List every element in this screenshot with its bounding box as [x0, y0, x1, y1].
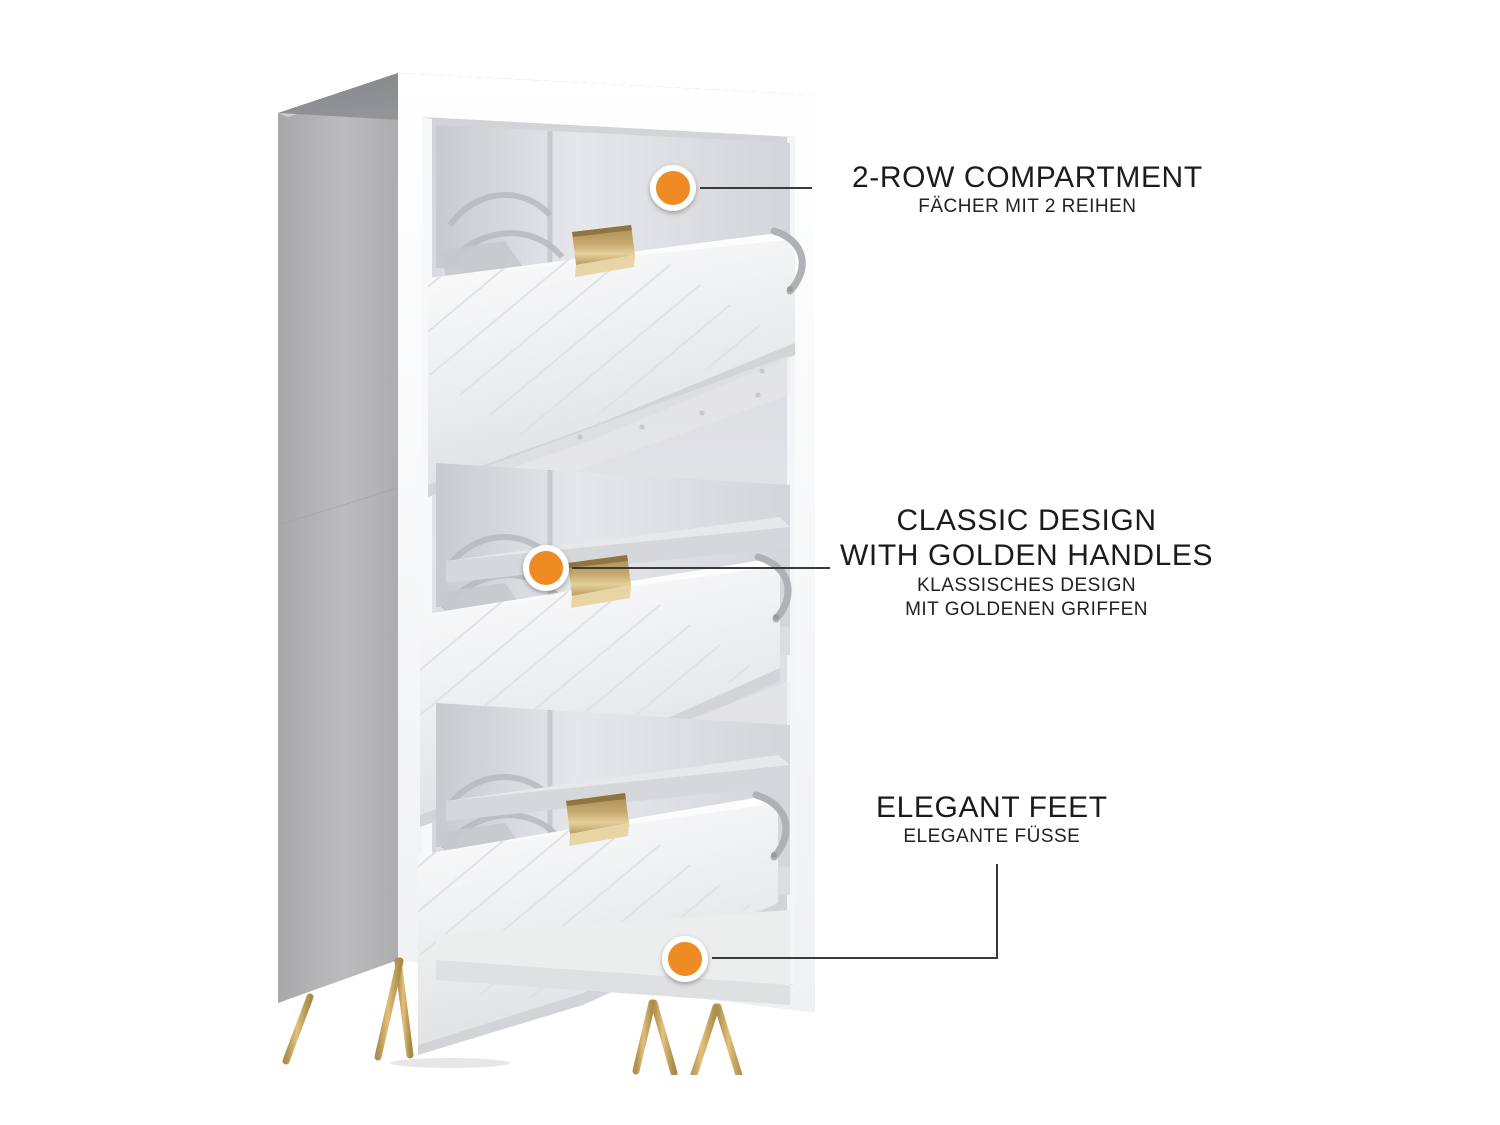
callout-2-subtitle-line-2: MIT GOLDENEN GRIFFEN: [905, 599, 1149, 621]
connector-line-1: [700, 187, 812, 189]
callout-3-title: ELEGANT FEET: [876, 791, 1108, 824]
connector-line-3-vertical: [996, 864, 998, 959]
callout-1-subtitle: FÄCHER MIT 2 REIHEN: [918, 196, 1137, 218]
callout-dot-two-row-compartment[interactable]: [650, 165, 696, 211]
connector-line-2: [572, 567, 830, 569]
product-image-shoe-cabinet: [250, 55, 830, 1075]
callout-3-subtitle: ELEGANTE FÜSSE: [903, 826, 1081, 848]
callout-dot-elegant-feet[interactable]: [662, 936, 708, 982]
callout-2-subtitle-line-1: KLASSISCHES DESIGN: [917, 574, 1137, 596]
cabinet-side-panel: [277, 73, 410, 1003]
golden-handle-2: [568, 555, 631, 608]
callout-classic-design-golden-handles: CLASSIC DESIGN WITH GOLDEN HANDLES KLASS…: [840, 503, 1213, 623]
connector-line-3-horizontal: [712, 957, 998, 959]
callout-1-title: 2-ROW COMPARTMENT: [852, 161, 1203, 194]
callout-2-title-line-2: WITH GOLDEN HANDLES: [840, 539, 1214, 573]
golden-handle-3: [566, 793, 629, 846]
callout-elegant-feet: ELEGANT FEET ELEGANTE FÜSSE: [876, 790, 1108, 850]
golden-legs: [282, 957, 743, 1075]
golden-handle-1: [572, 225, 635, 277]
compartment-3: [418, 703, 790, 1055]
callout-2-title-line-1: CLASSIC DESIGN: [896, 504, 1157, 537]
callout-two-row-compartment: 2-ROW COMPARTMENT FÄCHER MIT 2 REIHEN: [852, 160, 1203, 220]
callout-dot-classic-design-golden-handles[interactable]: [523, 545, 569, 591]
